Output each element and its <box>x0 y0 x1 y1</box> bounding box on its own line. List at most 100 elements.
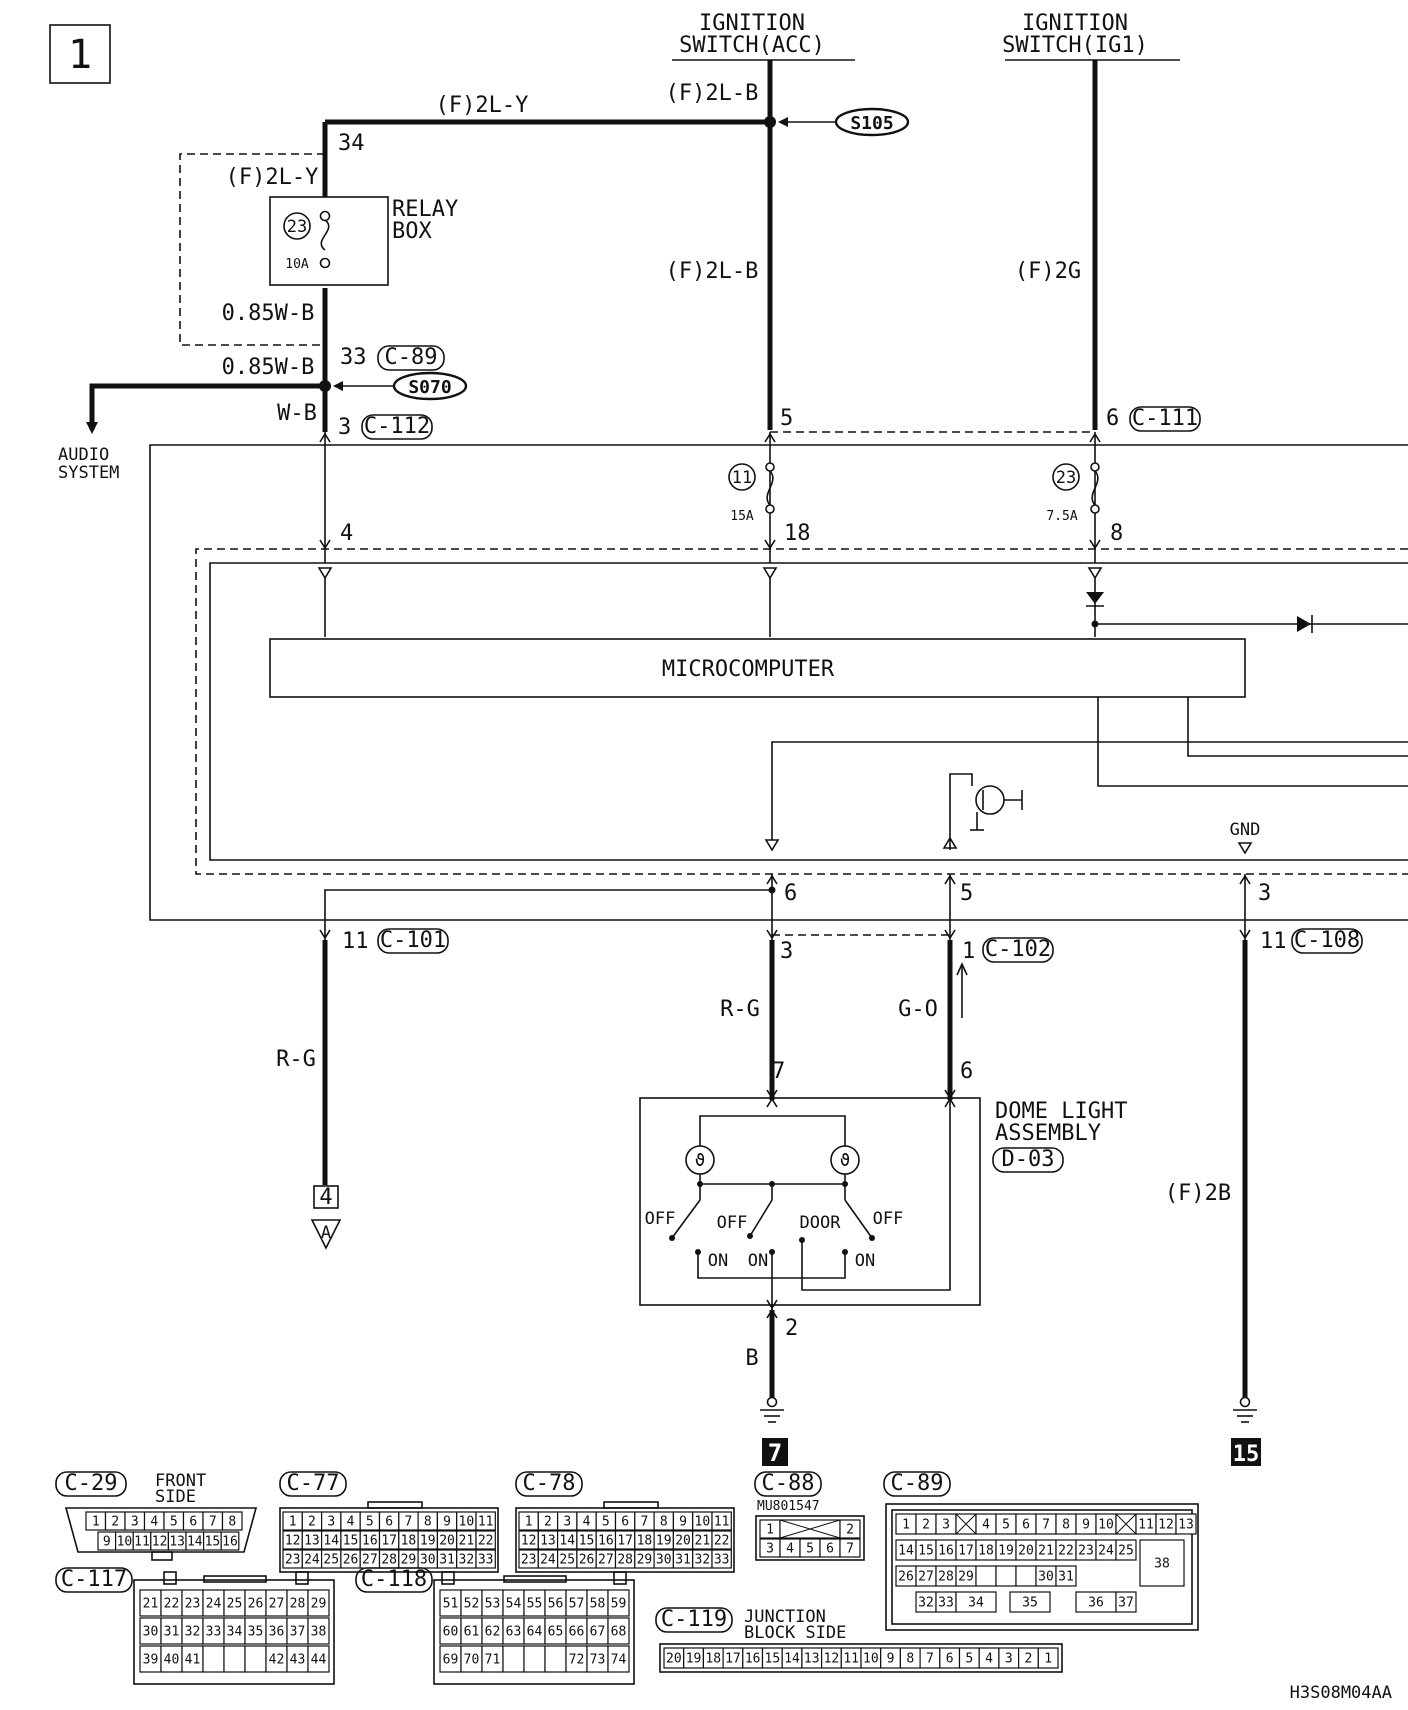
audio-arrow <box>86 422 98 434</box>
c29-pin: 16 <box>222 1535 238 1550</box>
c89-cell <box>975 1565 997 1587</box>
c77-pin: 8 <box>424 1515 432 1530</box>
c88-face <box>755 1515 865 1561</box>
c117-cell <box>307 1645 330 1673</box>
c118-pin: 70 <box>464 1653 480 1668</box>
box-pin-6: 6 <box>784 881 797 906</box>
wire-dome-in: R-G <box>720 997 760 1022</box>
c89-pin: 13 <box>1178 1518 1194 1533</box>
c78-pin: 5 <box>602 1515 610 1530</box>
c89-pin: 37 <box>1118 1596 1134 1611</box>
c118-pin: 57 <box>569 1597 585 1612</box>
pin-6: 6 <box>1106 406 1119 431</box>
wire-audio-feed: W-B <box>277 401 317 426</box>
pin-3-dome: 3 <box>780 939 793 964</box>
c29-pin: 6 <box>189 1515 197 1530</box>
c29-pin: 10 <box>117 1535 133 1550</box>
c77-pin: 25 <box>323 1553 339 1568</box>
c118-pin: 71 <box>485 1653 501 1668</box>
c78-pin: 33 <box>714 1553 730 1568</box>
c117-pin: 36 <box>269 1625 285 1640</box>
dome-on2: ON <box>748 1251 768 1271</box>
c111-tag-box <box>1129 406 1201 432</box>
c89-pin: 19 <box>998 1544 1014 1559</box>
c89-cell <box>1115 1591 1137 1613</box>
c88-cell <box>839 1519 861 1539</box>
ref-7-box <box>762 1438 788 1466</box>
c89-code: C-89 <box>891 1471 944 1496</box>
relay-box-line1: RELAY <box>392 197 458 222</box>
c118-pin: 65 <box>548 1625 564 1640</box>
c119-pin: 15 <box>765 1652 781 1667</box>
c78-pin: 23 <box>521 1553 537 1568</box>
microcomputer-label: MICROCOMPUTER <box>662 657 835 682</box>
c117-pin: 35 <box>248 1625 264 1640</box>
dome-off2: OFF <box>717 1213 748 1233</box>
c108-tag: C-108 <box>1294 928 1360 953</box>
c117-cell <box>202 1645 225 1673</box>
c118-pin: 67 <box>590 1625 606 1640</box>
pin-2: 2 <box>785 1316 798 1341</box>
c78-pin: 9 <box>679 1515 687 1530</box>
wire-relay-c89: 0.85W-B <box>222 355 315 380</box>
c89-pin: 18 <box>978 1544 994 1559</box>
s105-badge <box>834 107 910 137</box>
c117-pin: 27 <box>269 1597 285 1612</box>
c118-pin: 69 <box>443 1653 459 1668</box>
c77-pin: 33 <box>478 1553 494 1568</box>
pin-5: 5 <box>780 406 793 431</box>
c117-pin: 34 <box>227 1625 243 1640</box>
ref-15: 15 <box>1233 1442 1260 1467</box>
c29-pin: 12 <box>152 1535 168 1550</box>
c29-pin: 8 <box>228 1515 236 1530</box>
c77-pin: 24 <box>304 1553 320 1568</box>
c89-pin: 8 <box>1062 1518 1070 1533</box>
c117-pin: 44 <box>311 1653 327 1668</box>
c117-code: C-117 <box>61 1567 127 1592</box>
c77-pin: 32 <box>459 1553 475 1568</box>
ign-ig1-line1: IGNITION <box>1022 11 1128 36</box>
c78-pin: 28 <box>617 1553 633 1568</box>
c88-part: MU801547 <box>757 1499 820 1514</box>
c89-pin: 23 <box>1078 1544 1094 1559</box>
c77-pin: 27 <box>362 1553 378 1568</box>
c118-pin: 53 <box>485 1597 501 1612</box>
c78-pin: 10 <box>695 1515 711 1530</box>
wire-dome-gnd: B <box>745 1346 758 1371</box>
c89-cell <box>1009 1591 1051 1613</box>
c119-pin: 7 <box>926 1652 934 1667</box>
c119-pin: 6 <box>946 1652 954 1667</box>
c119-pin: 17 <box>725 1652 741 1667</box>
c78-pin: 32 <box>695 1553 711 1568</box>
c29-face <box>64 1507 258 1553</box>
c78-pin: 21 <box>695 1534 711 1549</box>
ign-acc-line1: IGNITION <box>699 11 805 36</box>
c89-pin: 22 <box>1058 1544 1074 1559</box>
c117-pin: 23 <box>185 1597 201 1612</box>
c119-pin: 13 <box>804 1652 820 1667</box>
drawing-code: H3S08M04AA <box>1290 1683 1392 1703</box>
c118-pin: 51 <box>443 1597 459 1612</box>
c119-side2: BLOCK SIDE <box>744 1623 846 1643</box>
audio-wire <box>89 383 325 430</box>
c89-pin: 27 <box>918 1570 934 1585</box>
c77-pin: 2 <box>308 1515 316 1530</box>
c89-pin: 10 <box>1098 1518 1114 1533</box>
c78-pin: 29 <box>637 1553 653 1568</box>
c89-blank <box>1115 1513 1137 1535</box>
c117-pin: 28 <box>290 1597 306 1612</box>
c89-pin: 15 <box>918 1544 934 1559</box>
c77-pin: 12 <box>285 1534 301 1549</box>
diode-right-icon <box>1297 616 1311 632</box>
c77-pin: 26 <box>343 1553 359 1568</box>
c89-pin: 12 <box>1158 1518 1174 1533</box>
c117-pin: 29 <box>311 1597 327 1612</box>
c118-cell <box>607 1589 630 1617</box>
c29-pin: 3 <box>131 1515 139 1530</box>
fuse-23-icon <box>1091 470 1099 506</box>
